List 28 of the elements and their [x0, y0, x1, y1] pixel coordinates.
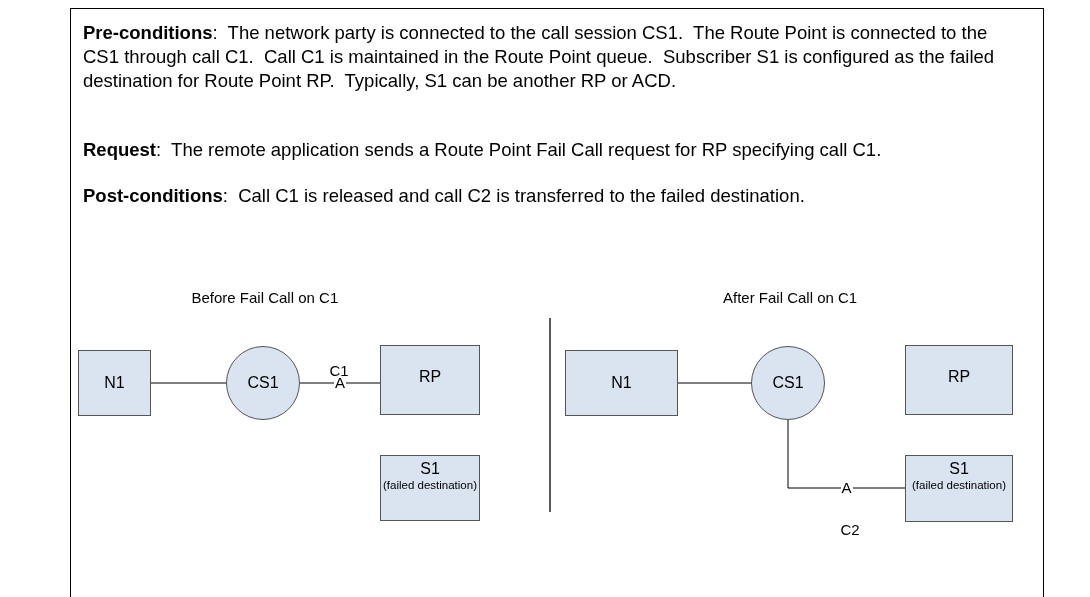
pre-conditions-text: Pre-conditions: The network party is connected to the call session CS1. The Route Point is connected to the CS1 through call C1. Call C1 is maintained in the Route Point queue. Subscriber S1 is configured as the failed destination for Route Point RP. Typically, S1 can be another RP or ACD.	[83, 21, 996, 93]
connector-line	[299, 382, 381, 384]
edge-label: A	[334, 375, 346, 390]
request-text: Request: The remote application sends a Route Point Fail Call request for RP specifying call C1.	[83, 138, 883, 162]
node-label: N1	[611, 374, 632, 392]
connector-line	[787, 419, 906, 489]
node-label: CS1	[772, 374, 804, 392]
node-label: RP	[418, 368, 442, 386]
node-subtext: (failed destination)	[383, 479, 477, 492]
node-label: S1	[420, 460, 440, 478]
connector-line	[150, 382, 227, 384]
network-box	[78, 350, 151, 416]
node-subtext: (failed destination)	[912, 479, 1006, 492]
connector-line	[677, 382, 752, 384]
node-label: CS1	[247, 374, 279, 392]
route-point-box	[380, 345, 480, 415]
edge-label: A	[840, 480, 853, 495]
node-label: RP	[947, 368, 971, 386]
route-point-box	[905, 345, 1013, 415]
node-label: N1	[104, 374, 125, 392]
subscriber-box	[380, 455, 480, 521]
panel-heading: Before Fail Call on C1	[191, 289, 339, 306]
call-label: C2	[840, 521, 860, 538]
subscriber-box	[905, 455, 1013, 522]
panel-heading: After Fail Call on C1	[723, 289, 858, 306]
node-label: S1	[949, 460, 969, 478]
post-conditions-text: Post-conditions: Call C1 is released and call C2 is transferred to the failed destination.	[83, 184, 806, 208]
network-box	[565, 350, 678, 416]
